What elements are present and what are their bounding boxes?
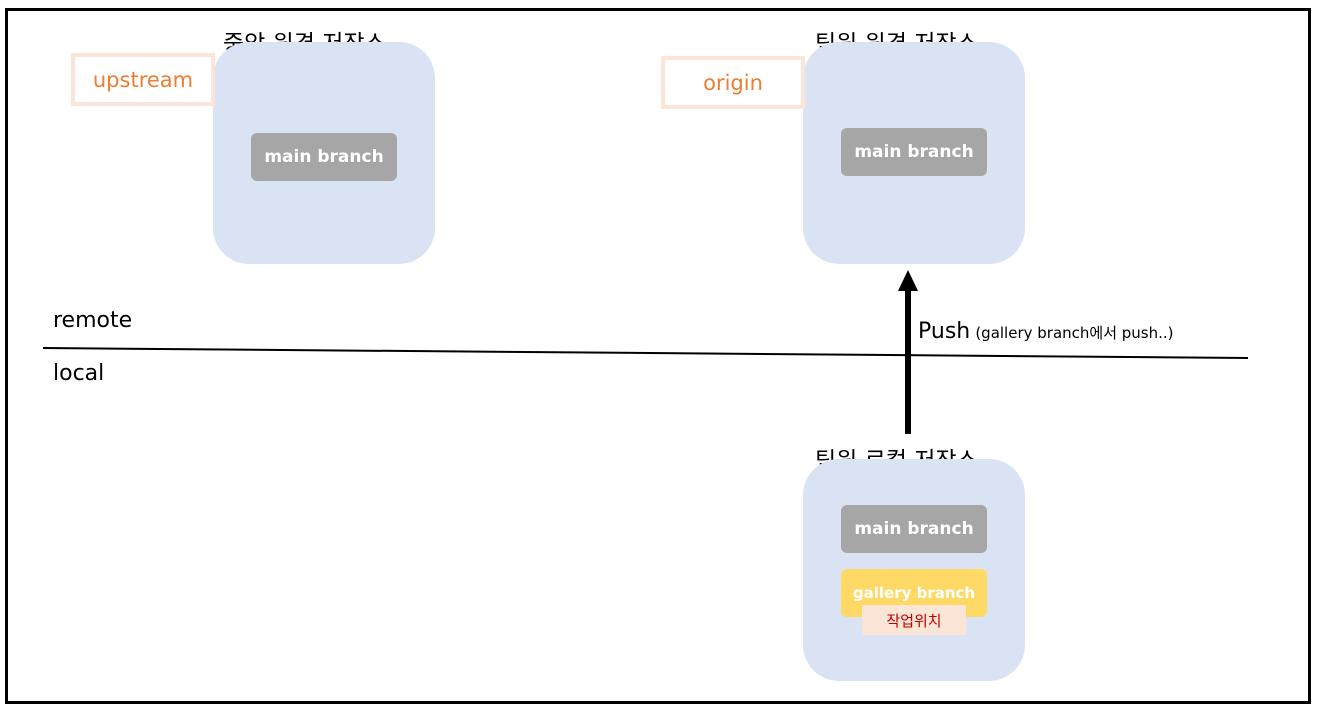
remote-local-divider xyxy=(42,347,1249,359)
central-remote-main-branch: main branch xyxy=(251,133,397,181)
origin-tag: origin xyxy=(661,56,805,109)
member-local-main-branch: main branch xyxy=(841,505,987,553)
local-zone-label: local xyxy=(53,361,105,386)
work-position-badge: 작업위치 xyxy=(862,605,966,635)
push-label: Push (gallery branch에서 push..) xyxy=(918,319,1174,344)
member-remote-main-branch: main branch xyxy=(841,128,987,176)
upstream-tag: upstream xyxy=(71,53,215,106)
diagram-frame xyxy=(5,8,1311,704)
remote-zone-label: remote xyxy=(53,308,133,333)
push-word: Push xyxy=(918,319,971,344)
push-note: (gallery branch에서 push..) xyxy=(975,324,1174,342)
push-arrow-head xyxy=(898,270,918,291)
